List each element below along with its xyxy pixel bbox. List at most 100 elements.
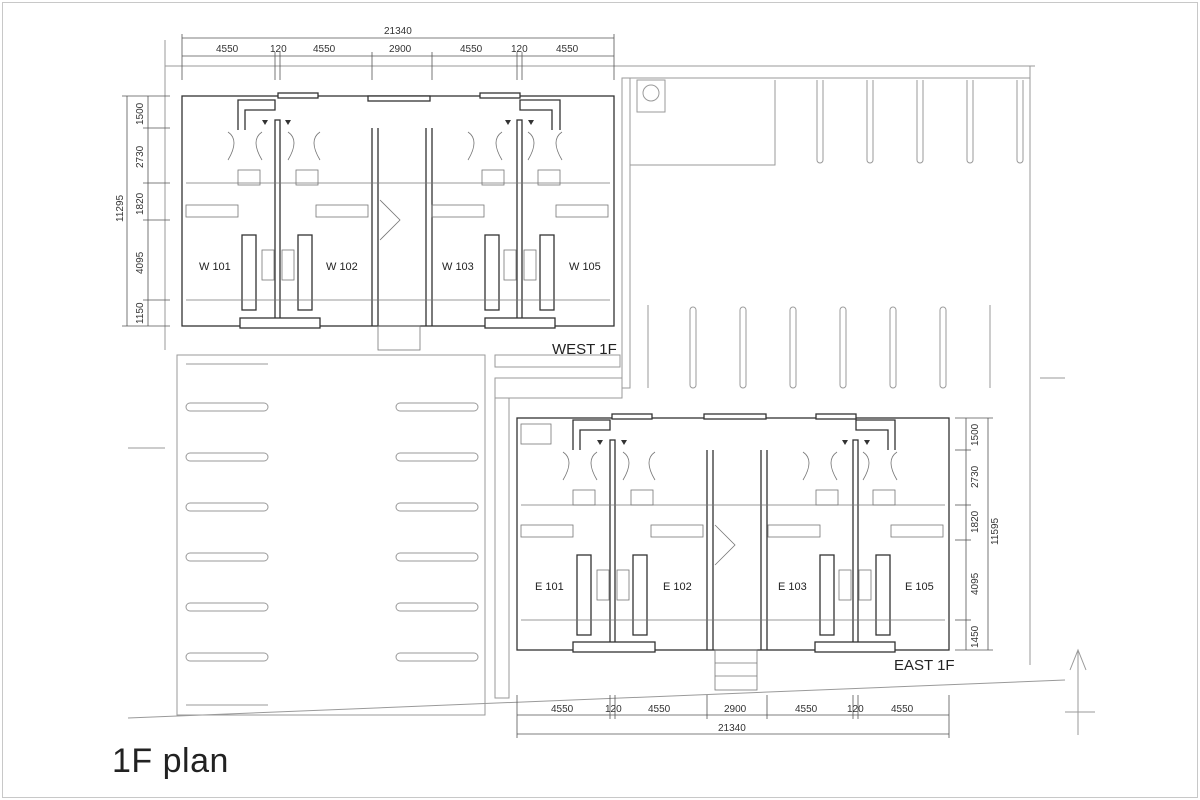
parking-lot	[176, 354, 486, 716]
west-dim-value: 120	[270, 44, 287, 55]
west-entry-arrow-icon	[528, 120, 534, 125]
west-kitchen	[431, 204, 485, 218]
west-bath-fixture	[261, 249, 275, 281]
east-bath-wall	[819, 554, 835, 636]
east-bath-wall	[875, 554, 891, 636]
west-dim-value: 2900	[389, 44, 412, 55]
west-kitchen	[185, 204, 239, 218]
east-entry-arrow-icon	[621, 440, 627, 445]
parking-stall-line	[395, 402, 479, 412]
west-dim-value: 4550	[216, 44, 239, 55]
east-stair	[815, 489, 839, 506]
west-side-dim-value: 2730	[135, 145, 146, 168]
east-kitchen	[890, 524, 944, 538]
west-entry-arrow-icon	[262, 120, 268, 125]
parking-stall-line	[395, 552, 479, 562]
west-bath-fixture	[503, 249, 517, 281]
east-stair	[630, 489, 654, 506]
east-kitchen	[520, 524, 574, 538]
east-entry-arrow-icon	[864, 440, 870, 445]
west-door-swing	[287, 131, 321, 161]
east-dim-value: 4550	[795, 704, 818, 715]
west-dim-total: 21340	[384, 26, 412, 37]
east-bath-wall	[632, 554, 648, 636]
east-stair	[572, 489, 596, 506]
east-window	[611, 413, 653, 420]
parking-stall-line	[916, 80, 924, 164]
east-door-swing	[622, 451, 656, 481]
parking-stall-line	[185, 502, 269, 512]
east-bath-fixture	[858, 569, 872, 601]
west-dim-value: 120	[511, 44, 528, 55]
west-building: W 101 W 102 W 103 W 105 WEST 1F 21340 45…	[115, 26, 617, 358]
parking-stall-line	[789, 306, 797, 389]
parking-stall-line	[185, 552, 269, 562]
east-dim-value: 120	[847, 704, 864, 715]
unit-label-e105: E 105	[905, 581, 934, 593]
west-entry-wall	[237, 99, 276, 130]
west-party-wall	[274, 119, 281, 321]
west-bath-fixture	[523, 249, 537, 281]
east-stair	[872, 489, 896, 506]
east-entry-wall	[855, 419, 896, 450]
east-side-dim-value: 2730	[970, 465, 981, 488]
west-side-dim-value: 1500	[135, 102, 146, 125]
east-party-wall	[852, 439, 859, 646]
walkway	[494, 377, 623, 399]
east-side-dim-value: 4095	[970, 572, 981, 595]
west-door-swing	[467, 131, 503, 161]
west-entrance-step	[377, 325, 421, 351]
east-dim-value: 120	[605, 704, 622, 715]
east-bath-fixture	[838, 569, 852, 601]
parking-stall-line	[939, 306, 947, 389]
east-entry-arrow-icon	[842, 440, 848, 445]
parking-stall-line	[395, 502, 479, 512]
page-title: 1F plan	[112, 742, 229, 780]
east-corridor-stair	[714, 524, 736, 566]
west-stair	[537, 169, 561, 186]
manhole-icon	[642, 84, 660, 102]
west-entry-arrow-icon	[505, 120, 511, 125]
east-building-label: EAST 1F	[894, 657, 955, 674]
east-bath-wall	[576, 554, 592, 636]
west-door-swing	[227, 131, 263, 161]
parking-stall-line	[889, 306, 897, 389]
unit-label-e101: E 101	[535, 581, 564, 593]
parking-stall-line	[1016, 80, 1024, 164]
parking-stall-line	[395, 652, 479, 662]
parking-stall-line	[395, 602, 479, 612]
west-dim-value: 4550	[313, 44, 336, 55]
east-door-swing	[862, 451, 898, 481]
unit-label-w103: W 103	[442, 261, 474, 273]
west-window	[367, 95, 431, 102]
west-building-label: WEST 1F	[552, 341, 617, 358]
parking-stall-line	[839, 306, 847, 389]
parking-stall-line	[185, 452, 269, 462]
west-balcony	[239, 317, 321, 329]
east-building: E 101 E 102 E 103 E 105 EAST 1F 4550 120…	[516, 413, 1001, 738]
west-bath-fixture	[281, 249, 295, 281]
west-kitchen	[315, 204, 369, 218]
west-stair	[295, 169, 319, 186]
west-corridor-stair	[379, 199, 401, 241]
walkway	[494, 397, 510, 699]
west-stair	[237, 169, 261, 186]
east-party-wall	[609, 439, 616, 646]
east-side-dim-value: 1450	[970, 625, 981, 648]
east-window	[815, 413, 857, 420]
east-kitchen	[650, 524, 704, 538]
parking-stall-line	[689, 306, 697, 389]
east-bath-fixture	[596, 569, 610, 601]
west-party-wall	[516, 119, 523, 321]
west-side-dim-total: 11295	[115, 194, 126, 222]
parking-stall-line	[185, 652, 269, 662]
west-entry-arrow-icon	[285, 120, 291, 125]
east-dim-value: 4550	[648, 704, 671, 715]
unit-label-e103: E 103	[778, 581, 807, 593]
west-kitchen	[555, 204, 609, 218]
parking-stall-line	[395, 452, 479, 462]
east-entry-arrow-icon	[597, 440, 603, 445]
west-window	[277, 92, 319, 99]
